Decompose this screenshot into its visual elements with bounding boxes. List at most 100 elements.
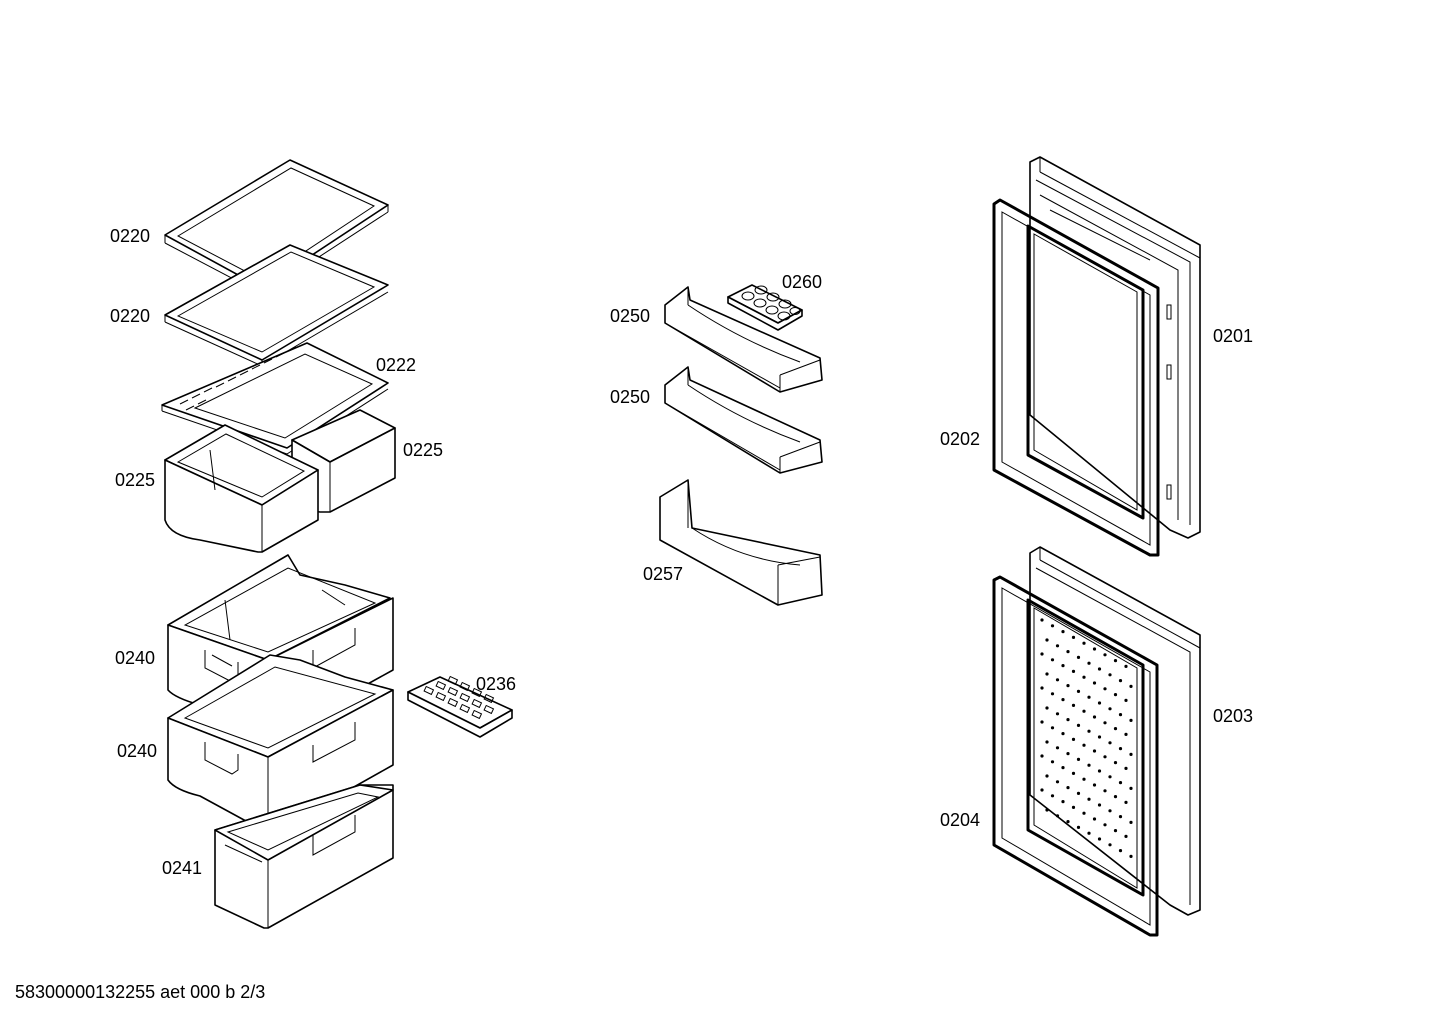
label-crisper-right: 0225	[403, 440, 443, 460]
panel-dot	[1108, 809, 1112, 813]
panel-dot	[1129, 718, 1133, 723]
panel-dot	[1071, 703, 1076, 708]
panel-dot	[1113, 693, 1118, 697]
crisper-drawer-left	[164, 424, 319, 553]
panel-dot	[1097, 837, 1102, 841]
panel-dot	[1103, 687, 1107, 691]
panel-dot	[1118, 747, 1123, 751]
panel-dot	[1050, 760, 1055, 764]
panel-dot	[1045, 808, 1049, 812]
panel-dot	[1045, 672, 1049, 676]
panel-dot	[1103, 755, 1107, 759]
label-shelf-second: 0220	[110, 306, 150, 326]
panel-dot	[1108, 673, 1112, 677]
panel-dot	[1108, 707, 1112, 711]
panel-dot	[1113, 727, 1118, 731]
panel-dot	[1040, 618, 1044, 622]
panel-dot	[1050, 692, 1055, 696]
panel-dot	[1045, 638, 1049, 642]
label-door-bottle-shelf: 0257	[643, 564, 683, 584]
panel-dot	[1108, 843, 1112, 847]
label-drawer-middle: 0240	[117, 741, 157, 761]
panel-dot	[1129, 786, 1133, 791]
panel-dot	[1097, 769, 1102, 773]
panel-dot	[1071, 635, 1076, 640]
panel-dot	[1103, 721, 1107, 725]
panel-dot	[1113, 761, 1118, 765]
panel-dot	[1040, 720, 1044, 724]
panel-dot	[1129, 820, 1133, 825]
ice-cube-tray	[407, 675, 513, 738]
door-shelf-upper	[664, 286, 823, 393]
panel-dot	[1103, 789, 1107, 793]
panel-dot	[1061, 664, 1065, 668]
label-fridge-door: 0201	[1213, 326, 1253, 346]
panel-dot	[1092, 783, 1097, 787]
door-shelf-middle	[664, 366, 823, 474]
panel-dot	[1097, 701, 1102, 705]
panel-dot	[1076, 723, 1081, 728]
panel-dot	[1050, 624, 1055, 628]
glass-shelf-second	[164, 244, 389, 367]
panel-dot	[1097, 667, 1102, 671]
freezer-drawer-bottom	[214, 784, 394, 929]
panel-dot	[1055, 678, 1060, 682]
egg-tray	[727, 284, 803, 331]
label-door-shelf-middle: 0250	[610, 387, 650, 407]
label-ice-tray: 0236	[476, 674, 516, 694]
panel-dot	[1045, 740, 1049, 744]
panel-dot	[1050, 726, 1055, 730]
panel-dot	[1118, 815, 1123, 819]
panel-dot	[1050, 794, 1055, 798]
panel-dot	[1061, 732, 1065, 736]
label-cover-plate: 0222	[376, 355, 416, 375]
panel-dot	[1066, 820, 1070, 824]
label-freezer-door-gasket: 0204	[940, 810, 980, 830]
panel-dot	[1124, 664, 1128, 669]
panel-dot	[1103, 653, 1107, 657]
panel-dot	[1082, 777, 1086, 781]
footer-document-id: 58300000132255 aet 000 b 2/3	[15, 982, 265, 1002]
panel-dot	[1082, 709, 1086, 713]
panel-dot	[1118, 781, 1123, 785]
panel-dot	[1066, 718, 1070, 722]
panel-dot	[1087, 729, 1091, 733]
panel-dot	[1103, 823, 1107, 827]
freezer-door	[1029, 546, 1201, 916]
label-door-shelf-upper: 0250	[610, 306, 650, 326]
panel-dot	[1040, 754, 1044, 758]
label-egg-tray: 0260	[782, 272, 822, 292]
fridge-door-gasket	[992, 198, 1160, 557]
panel-dot	[1066, 752, 1070, 756]
panel-dot	[1129, 752, 1133, 757]
panel-dot	[1113, 659, 1118, 663]
panel-dot	[1045, 774, 1049, 778]
panel-dot	[1108, 775, 1112, 779]
door-bottle-shelf	[659, 479, 823, 606]
panel-dot	[1076, 655, 1081, 660]
panel-dot	[1124, 732, 1128, 737]
panel-dot	[1087, 661, 1091, 665]
panel-dot	[1118, 849, 1123, 853]
panel-dot	[1124, 766, 1128, 771]
panel-dot	[1087, 695, 1091, 699]
panel-dot	[1071, 669, 1076, 674]
label-crisper-left: 0225	[115, 470, 155, 490]
panel-dot	[1092, 715, 1097, 719]
label-drawer-upper: 0240	[115, 648, 155, 668]
panel-dot	[1076, 825, 1081, 830]
panel-dot	[1040, 686, 1044, 690]
panel-dot	[1040, 652, 1044, 656]
panel-dot	[1066, 786, 1070, 790]
panel-dot	[1055, 780, 1060, 784]
panel-dot	[1087, 763, 1091, 767]
panel-dot	[1082, 743, 1086, 747]
panel-dot	[1129, 854, 1133, 859]
panel-dot	[1113, 795, 1118, 799]
panel-dot	[1124, 800, 1128, 805]
panel-dot	[1076, 757, 1081, 762]
panel-dot	[1071, 771, 1076, 776]
panel-dot	[1055, 712, 1060, 716]
label-freezer-door: 0203	[1213, 706, 1253, 726]
